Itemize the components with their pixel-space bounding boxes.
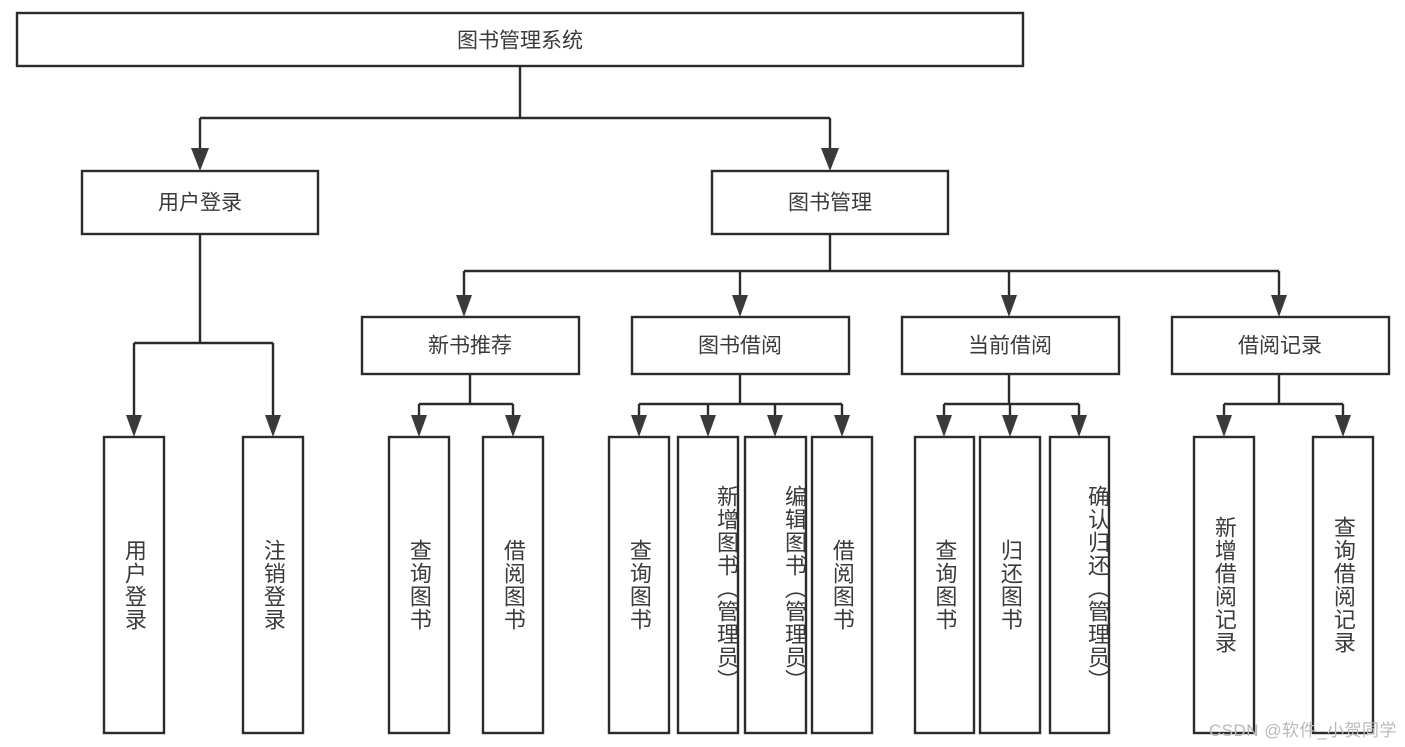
node-book-borrow-label: 图书借阅 (698, 335, 782, 358)
connector-group-booksmanage-to-level3 (456, 234, 1287, 317)
node-user-login-label: 用户登录 (158, 192, 242, 215)
arrow-head-icon (767, 415, 783, 437)
leaf-box-user-login[interactable] (102, 435, 166, 735)
connector-group-currentborrow-to-leaves (936, 374, 1087, 437)
connector-group-root-to-level2 (191, 66, 839, 171)
node-new-book-recommend-label: 新书推荐 (428, 335, 512, 358)
node-book-borrow[interactable]: 图书借阅 (630, 315, 851, 376)
connector-group-borrowrecord-to-leaves (1216, 374, 1351, 437)
leaf-box-confirm-return[interactable] (1048, 435, 1111, 735)
node-user-login[interactable]: 用户登录 (80, 169, 320, 236)
node-book-management-box (710, 169, 950, 236)
leaf-box-borrow-book[interactable] (810, 435, 874, 735)
leaf-box-add-book-admin[interactable] (676, 435, 740, 735)
arrow-head-icon (191, 148, 209, 171)
node-current-borrow-label: 当前借阅 (968, 335, 1052, 358)
node-book-management[interactable]: 图书管理 (710, 169, 950, 236)
arrow-head-icon (265, 415, 281, 437)
node-book-management-label: 图书管理 (788, 192, 872, 215)
arrow-head-icon (1071, 415, 1087, 437)
node-borrow-record-box (1170, 315, 1391, 376)
arrow-head-icon (1216, 415, 1232, 437)
node-borrow-record-label: 借阅记录 (1238, 335, 1322, 358)
leaf-box-return-book[interactable] (978, 435, 1042, 735)
node-new-book-recommend[interactable]: 新书推荐 (360, 315, 581, 376)
arrow-head-icon (1001, 295, 1017, 317)
leaf-box-query-book-cur[interactable] (913, 435, 976, 735)
leaf-box-logout[interactable] (241, 435, 305, 735)
connector-group-newbook-to-leaves (411, 374, 521, 437)
node-root-label: 图书管理系统 (457, 30, 583, 53)
leaf-box-query-book-borrow[interactable] (607, 435, 671, 735)
connector-group-userlogin-to-leaves (126, 234, 281, 437)
arrow-head-icon (821, 148, 839, 171)
arrow-head-icon (631, 415, 647, 437)
arrow-head-icon (411, 415, 427, 437)
leaf-box-query-book-rec[interactable] (387, 435, 451, 735)
leaf-box-query-borrow-rec[interactable] (1311, 435, 1375, 735)
arrow-head-icon (1002, 415, 1018, 437)
node-new-book-recommend-box (360, 315, 581, 376)
arrow-head-icon (1271, 295, 1287, 317)
arrow-head-icon (1335, 415, 1351, 437)
arrow-head-icon (834, 415, 850, 437)
node-book-borrow-box (630, 315, 851, 376)
leaf-box-add-borrow-record[interactable] (1192, 435, 1256, 735)
leaf-box-borrow-book-rec[interactable] (481, 435, 545, 735)
arrow-head-icon (126, 415, 142, 437)
arrow-head-icon (732, 295, 748, 317)
node-root-box (15, 11, 1025, 68)
node-current-borrow[interactable]: 当前借阅 (900, 315, 1121, 376)
node-current-borrow-box (900, 315, 1121, 376)
node-borrow-record[interactable]: 借阅记录 (1170, 315, 1391, 376)
arrow-head-icon (505, 415, 521, 437)
node-user-login-box (80, 169, 320, 236)
arrow-head-icon (456, 295, 472, 317)
arrow-head-icon (936, 415, 952, 437)
leaf-box-edit-book-admin[interactable] (743, 435, 808, 735)
arrow-head-icon (700, 415, 716, 437)
connector-group-bookborrow-to-leaves (631, 374, 850, 437)
node-root-book-management-system[interactable]: 图书管理系统 (15, 11, 1025, 68)
